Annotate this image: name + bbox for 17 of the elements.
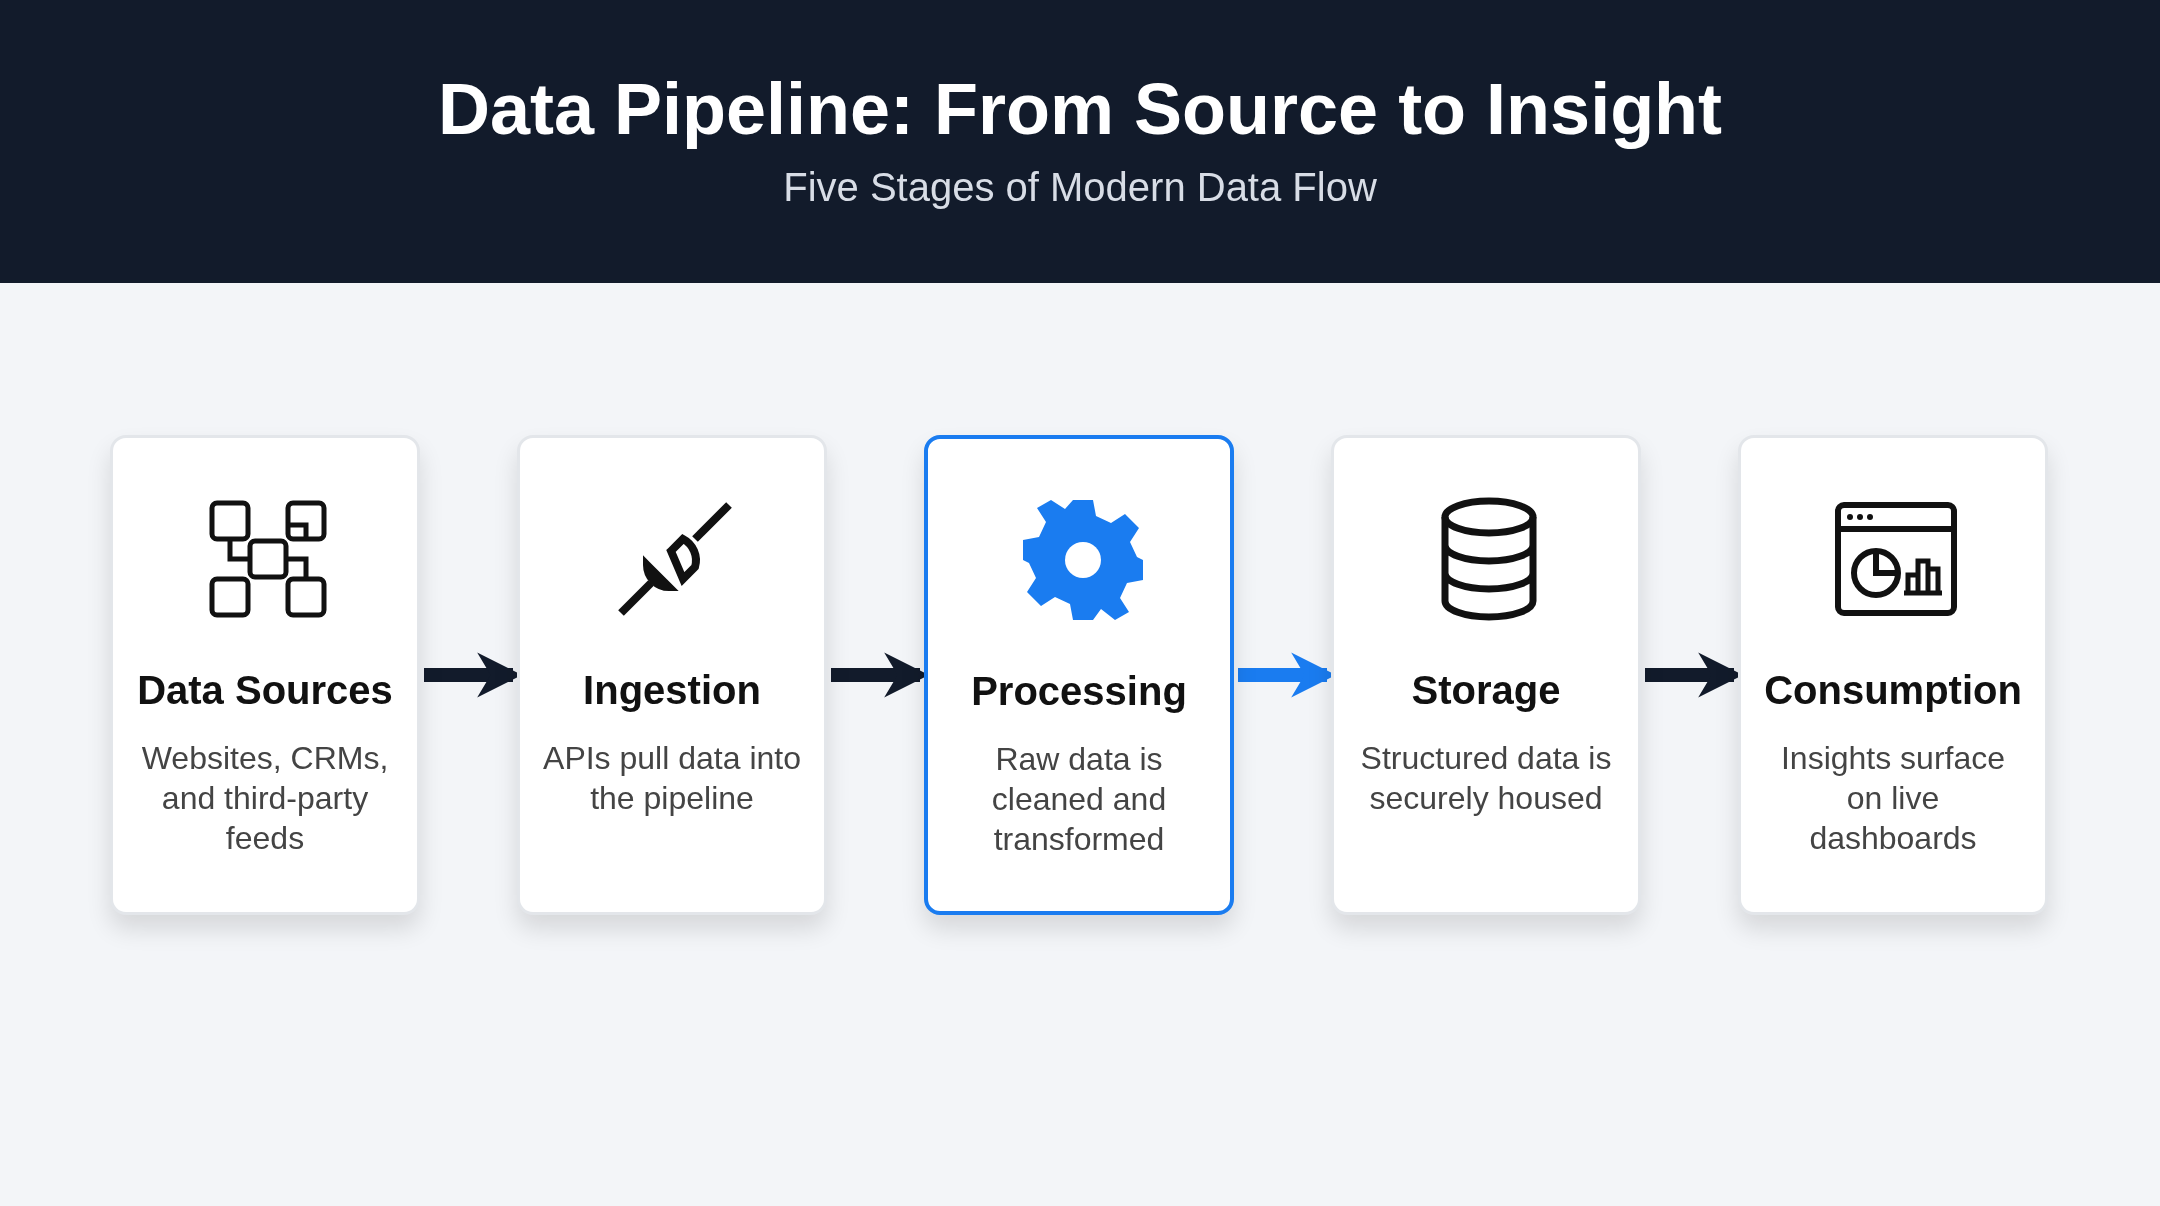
stage-heading: Storage: [1410, 668, 1562, 713]
stage-description: Websites, CRMs, and third-party feeds: [140, 739, 390, 858]
stage-description: Raw data is cleaned and transformed: [990, 740, 1168, 859]
stage-heading: Processing: [970, 669, 1188, 714]
subtitle: Five Stages of Modern Data Flow: [782, 165, 1378, 210]
stage-description: Insights surface on live dashboards: [1779, 739, 2007, 858]
title: Data Pipeline: From Source to Insight: [436, 68, 1724, 150]
stage-card: [110, 435, 420, 915]
stage-heading: Ingestion: [582, 668, 762, 713]
stage-card: [517, 435, 827, 915]
stage-heading: Consumption: [1763, 668, 2023, 713]
stage-heading: Data Sources: [136, 668, 394, 713]
stage-description: Structured data is securely housed: [1359, 739, 1613, 818]
stage-description: APIs pull data into the pipeline: [542, 739, 802, 818]
stage-card: [1738, 435, 2048, 915]
stage-card: [1331, 435, 1641, 915]
stage-card: [924, 435, 1234, 915]
